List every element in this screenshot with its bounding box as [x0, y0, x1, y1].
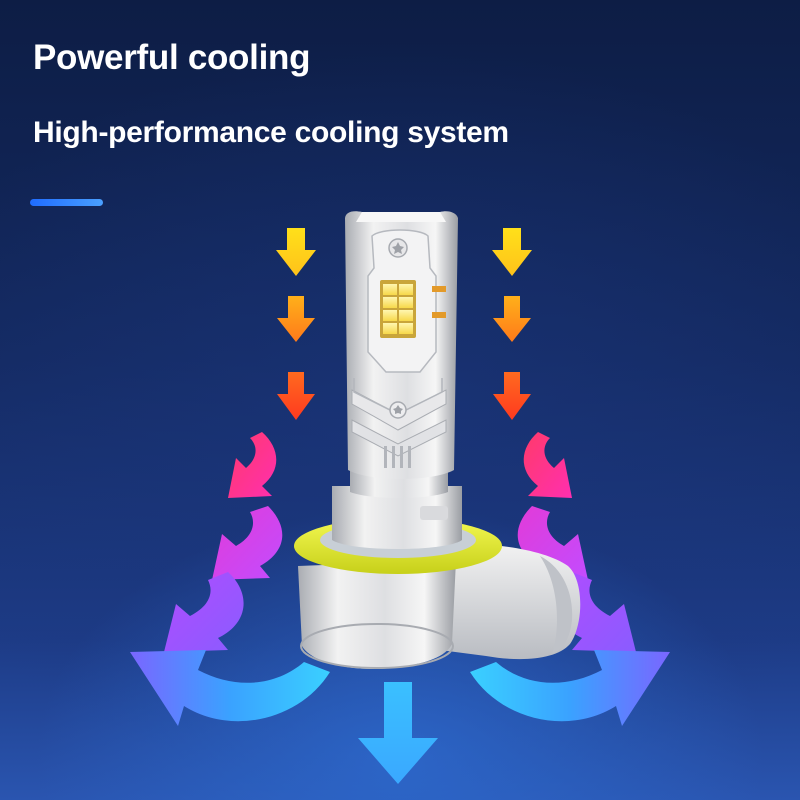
- down-arrow-icon: [493, 296, 531, 342]
- headline: Powerful cooling: [33, 38, 311, 77]
- led-bulb: [294, 211, 581, 670]
- down-arrow-icon: [493, 372, 531, 420]
- down-arrow-icon: [358, 682, 438, 784]
- subheading: High-performance cooling system: [33, 116, 509, 149]
- down-arrow-icon: [492, 228, 532, 276]
- down-arrow-icon: [277, 296, 315, 342]
- led-chip-icon: [380, 280, 416, 338]
- accent-bar: [30, 199, 103, 206]
- curved-arrow-icon: [130, 650, 330, 726]
- down-arrow-icon: [276, 228, 316, 276]
- curved-arrow-icon: [523, 432, 572, 498]
- curved-arrow-icon: [228, 432, 277, 498]
- down-arrow-icon: [277, 372, 315, 420]
- curved-arrow-icon: [212, 506, 283, 580]
- curved-arrow-icon: [164, 572, 244, 652]
- curved-arrow-icon: [470, 650, 670, 726]
